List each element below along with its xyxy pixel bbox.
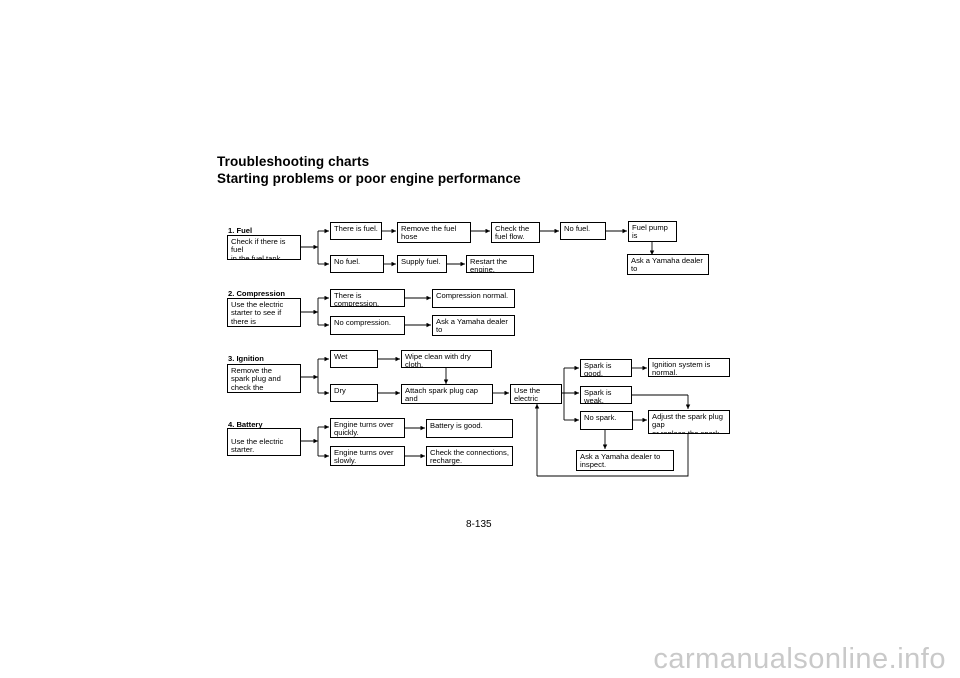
- fuel-pump-clogged-box: Fuel pump is clogged.: [628, 221, 677, 242]
- adjust-spark-plug-gap-box: Adjust the spark plug gap or replace the…: [648, 410, 730, 434]
- page-title: Troubleshooting charts: [217, 154, 370, 169]
- no-compression-box: No compression.: [330, 316, 405, 335]
- no-fuel-flow-box: No fuel.: [560, 222, 606, 240]
- page-number: 8-135: [466, 519, 492, 530]
- no-spark-box: No spark.: [580, 411, 633, 430]
- ignition-ask-dealer-box: Ask a Yamaha dealer to inspect.: [576, 450, 674, 471]
- use-electric-starter-box: Use the electric starter.: [510, 384, 562, 404]
- dry-box: Dry: [330, 384, 378, 402]
- engine-turns-quickly-box: Engine turns over quickly.: [330, 418, 405, 438]
- wipe-clean-box: Wipe clean with dry cloth.: [401, 350, 492, 368]
- battery-good-box: Battery is good.: [426, 419, 513, 438]
- spark-good-box: Spark is good.: [580, 359, 632, 377]
- supply-fuel-box: Supply fuel.: [397, 255, 447, 273]
- remove-fuel-hose-box: Remove the fuel hose from the fuel pump.: [397, 222, 471, 243]
- there-is-compression-box: There is compression.: [330, 289, 405, 307]
- check-connections-recharge-box: Check the connections, recharge.: [426, 446, 513, 466]
- ignition-heading: 3. Ignition: [228, 354, 264, 363]
- battery-check-box: Use the electric starter.: [227, 428, 301, 456]
- fuel-check-box: Check if there is fuel in the fuel tank.: [227, 235, 301, 260]
- compression-heading: 2. Compression: [228, 289, 285, 298]
- page-subtitle: Starting problems or poor engine perform…: [217, 171, 521, 186]
- restart-engine-box: Restart the engine.: [466, 255, 534, 273]
- engine-turns-slowly-box: Engine turns over slowly.: [330, 446, 405, 466]
- compression-normal-box: Compression normal.: [432, 289, 515, 308]
- watermark: carmanualsonline.info: [653, 643, 946, 675]
- no-fuel-box: No fuel.: [330, 255, 384, 273]
- ignition-system-normal-box: Ignition system is normal.: [648, 358, 730, 377]
- wet-box: Wet: [330, 350, 378, 368]
- battery-heading: 4. Battery: [228, 420, 263, 429]
- compression-ask-dealer-box: Ask a Yamaha dealer to inspect.: [432, 315, 515, 336]
- check-fuel-flow-box: Check the fuel flow.: [491, 222, 540, 243]
- fuel-ask-dealer-box: Ask a Yamaha dealer to inspect.: [627, 254, 709, 275]
- ignition-check-box: Remove the spark plug and check the elec…: [227, 364, 301, 393]
- spark-weak-box: Spark is weak.: [580, 386, 632, 404]
- fuel-heading: 1. Fuel: [228, 226, 253, 235]
- compression-check-box: Use the electric starter to see if there…: [227, 298, 301, 327]
- there-is-fuel-box: There is fuel.: [330, 222, 382, 240]
- attach-spark-plug-cap-box: Attach spark plug cap and ground to chas…: [401, 384, 493, 404]
